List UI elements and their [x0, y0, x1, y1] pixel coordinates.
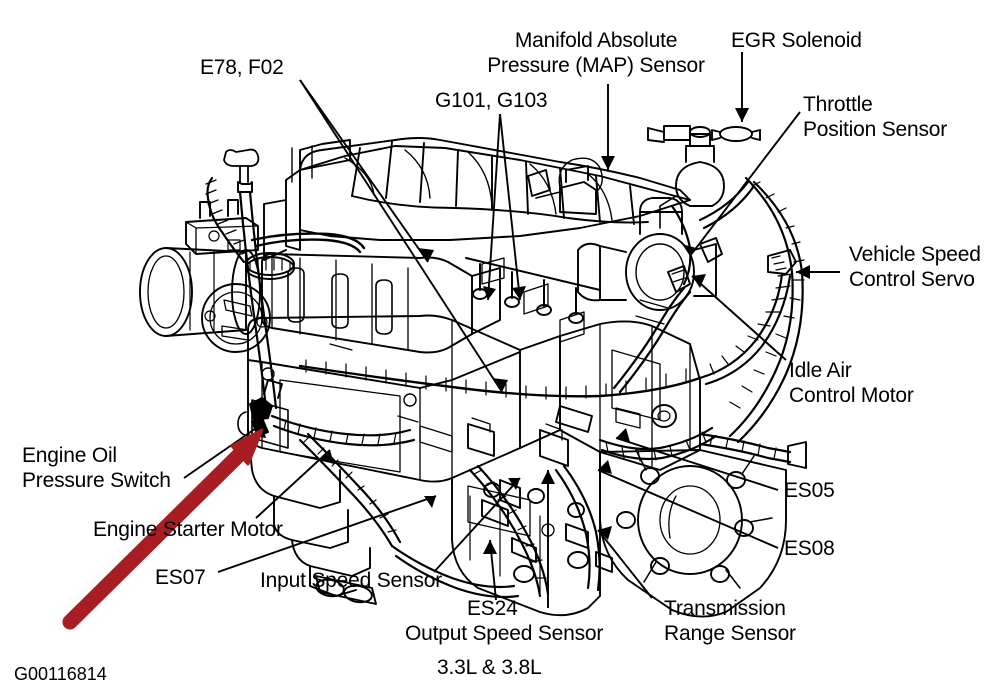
label-map-sensor-line2: Pressure (MAP) Sensor [487, 54, 705, 77]
figure-id-code: G00116814 [14, 664, 107, 684]
label-engine-size: 3.3L & 3.8L [437, 656, 542, 679]
engine-artwork [139, 125, 807, 618]
leader-starter [255, 449, 331, 519]
label-es24: ES24 [467, 597, 518, 620]
label-output-speed-sensor: Output Speed Sensor [405, 622, 604, 645]
leader-es08 [597, 469, 779, 549]
label-egr-solenoid: EGR Solenoid [731, 29, 862, 52]
label-engine-starter-motor: Engine Starter Motor [93, 518, 283, 541]
label-vehicle-speed-line1: Vehicle Speed [849, 243, 981, 266]
leader-g101 [487, 113, 501, 301]
label-throttle-position-line2: Position Sensor [803, 118, 948, 141]
label-engine-oil-line1: Engine Oil [22, 444, 117, 467]
leader-f02 [299, 79, 503, 393]
leader-g103 [499, 113, 521, 301]
leader-tps [689, 111, 801, 257]
label-g101-g103: G101, G103 [435, 89, 548, 112]
leader-input-speed [433, 477, 521, 573]
leader-es05 [615, 437, 779, 491]
label-input-speed-sensor: Input Speed Sensor [260, 569, 443, 592]
leader-oil [183, 423, 263, 479]
label-throttle-position-line1: Throttle [803, 93, 873, 116]
red-highlight-arrow [62, 428, 264, 630]
label-idle-air-line1: Idle Air [789, 359, 852, 382]
label-transmission-range-line1: Transmission [664, 597, 786, 620]
label-es08: ES08 [784, 537, 835, 560]
label-es07: ES07 [155, 566, 206, 589]
leader-trans-range [597, 529, 653, 599]
label-engine-oil-line2: Pressure Switch [22, 469, 171, 492]
label-vehicle-speed-line2: Control Servo [849, 268, 975, 291]
label-es05: ES05 [784, 479, 835, 502]
label-map-sensor-line1: Manifold Absolute [514, 29, 678, 52]
leader-es07 [217, 495, 437, 573]
leader-e78 [299, 79, 429, 263]
leader-iac [691, 275, 787, 361]
label-e78-f02: E78, F02 [200, 56, 284, 79]
label-idle-air-line2: Control Motor [789, 384, 914, 407]
label-transmission-range-line2: Range Sensor [664, 622, 796, 645]
